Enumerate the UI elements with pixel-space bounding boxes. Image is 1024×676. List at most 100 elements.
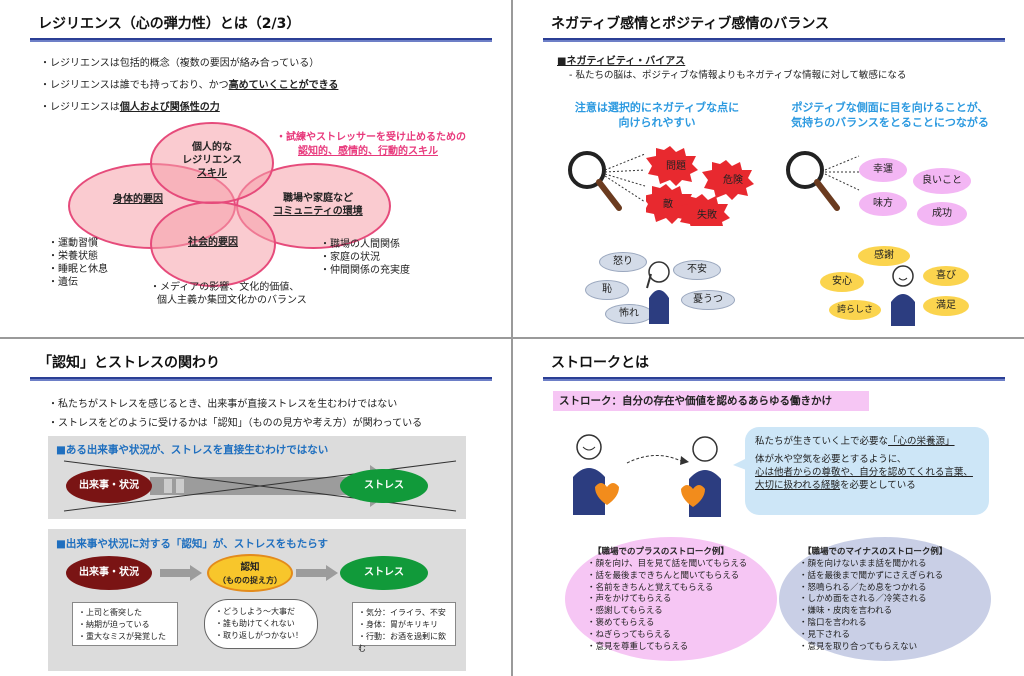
slide-emotion-balance[interactable]: ネガティブ感情とポジティブ感情のバランス ■ネガティビティ・バイアス - 私たち… — [513, 0, 1024, 337]
list-item: ・重大なミスが発覚した — [78, 632, 166, 641]
list-item: ・声をかけてもらえる — [587, 594, 672, 605]
negative-word: 危険 — [723, 175, 743, 186]
body-factor-label: 身体的要因 — [88, 193, 188, 206]
positive-word-cloud: 良いこと — [913, 168, 971, 194]
list-item: ・意見を取り合ってもらえない — [799, 641, 918, 652]
plus-stroke-list: ・顔を向け、目を見て話を聞いてもらえる ・話を最後まできちんと聞いてもらえる ・… — [587, 559, 747, 653]
minus-stroke-oval — [779, 537, 991, 661]
slide-title: ネガティブ感情とポジティブ感情のバランス — [551, 16, 830, 32]
list-item: ・栄養状態 — [48, 251, 98, 262]
list-item: ・褒めてもらえる — [587, 617, 655, 628]
positive-feeling: 満足 — [923, 296, 969, 316]
list-item: ・仲間関係の充実度 — [320, 265, 410, 276]
bullet: ・レジリエンスは誰でも持っており、かつ高めていくことができる — [40, 76, 338, 91]
skill-note: ・試練やストレッサーを受け止めるための — [276, 132, 466, 143]
bullet-text: ・レジリエンスは — [40, 102, 120, 113]
positive-word-cloud: 成功 — [917, 202, 967, 226]
panel-heading: ■出来事や状況に対する「認知」が、ストレスをもたらす — [56, 538, 328, 550]
slide-title: レジリエンス（心の弾力性）とは（2/3） — [38, 16, 301, 32]
social-factor-list: ・メディアの影響、文化的価値、 個人主義か集団文化かのバランス — [150, 281, 307, 307]
heading-line: 注意は選択的にネガティブな点に — [574, 101, 740, 114]
title-bar — [543, 377, 1005, 381]
list-item: ・誰も助けてくれない — [215, 619, 295, 628]
cognition-thought-cloud: ・どうしよう～大事だ ・誰も助けてくれない ・取り返しがつかない！ — [204, 599, 318, 649]
positive-feeling: 誇らしさ — [829, 300, 881, 320]
social-factor-label: 社会的要因 — [160, 236, 266, 249]
label-line: 社会的要因 — [188, 237, 238, 248]
happy-person-icon — [891, 265, 915, 326]
magnifier-icon — [568, 151, 622, 211]
bullet-text: ・レジリエンスは誰でも持っており、かつ — [40, 80, 229, 91]
event-oval: 出来事・状況 — [66, 556, 152, 590]
magnifier-icon — [786, 151, 840, 211]
list-item: ・感謝してもらえる — [587, 606, 663, 617]
list-item: ・遺伝 — [48, 277, 78, 288]
slide-title: ストロークとは — [551, 355, 649, 371]
dashed-rays-icon — [604, 153, 646, 203]
list-item: ・睡眠と休息 — [48, 264, 108, 275]
heading-line: ポジティブな側面に目を向けることが、 — [791, 101, 989, 114]
heading-line: 気持ちのバランスをとることにつながる — [791, 116, 989, 129]
list-item: ・怒鳴られる／ため息をつかれる — [799, 582, 927, 593]
heading-line: 向けられやすい — [618, 116, 696, 129]
horizontal-divider — [0, 337, 1024, 339]
title-bar — [543, 38, 1005, 42]
bubble-tail — [733, 457, 749, 471]
dashed-arrow — [626, 455, 689, 465]
bubble-text: 私たちが生きていく上で必要な — [755, 436, 889, 447]
list-item: ・顔を向けないまま話を聞かれる — [799, 559, 927, 569]
list-item: ・ねぎらってもらえる — [587, 629, 671, 640]
negative-feeling: 憂うつ — [681, 290, 735, 310]
bubble-emphasis: 大切に扱われる経験 — [755, 480, 841, 491]
list-item: ・職場の人間関係 — [320, 239, 400, 250]
stress-examples: ・気分：イライラ、不安 ・身体：胃がキリキリ ・行動：お酒を過剰に飲む — [352, 602, 456, 653]
plus-stroke-title: 【職場でのプラスのストローク例】 — [593, 547, 729, 557]
label-line: スキル — [197, 168, 227, 179]
list-item: ・意見を尊重してもらえる — [587, 641, 689, 652]
list-item: ・話を最後まできちんと聞いてもらえる — [587, 570, 740, 581]
community-label: 職場や家庭などコミュニティの環境 — [258, 192, 378, 218]
personal-skill-label: 個人的なレジリエンススキル — [150, 141, 274, 180]
list-item: ・上司と衝突した — [78, 608, 142, 617]
slide-resilience[interactable]: レジリエンス（心の弾力性）とは（2/3） ・レジリエンスは包括的概念（複数の要因… — [0, 0, 511, 337]
bubble-emphasis: 「心の栄養源」 — [888, 436, 955, 447]
bullet: ・私たちがストレスを感じるとき、出来事が直接ストレスを生むわけではない — [48, 399, 398, 410]
label-line: 個人的な — [192, 142, 232, 153]
stress-oval: ストレス — [340, 469, 428, 503]
definition-banner: ストローク：自分の存在や価値を認めるあらゆる働きかけ — [553, 391, 869, 411]
minus-stroke-list: ・顔を向けないまま話を聞かれる ・話を最後まで聞かずにさえぎられる ・怒鳴られる… — [799, 559, 943, 653]
list-item: ・納期が迫っている — [78, 620, 150, 629]
list-item: ・身体：胃がキリキリ — [358, 620, 438, 629]
list-item: ・運動習慣 — [48, 238, 98, 249]
list-item: ・メディアの影響、文化的価値、 — [150, 282, 300, 293]
list-item: ・しかめ面をされる／冷笑される — [799, 594, 927, 605]
negative-feeling: 怖れ — [605, 304, 653, 324]
skill-note: 認知的、感情的、行動的スキル — [298, 146, 438, 157]
list-item: ・見下される — [799, 629, 851, 640]
community-list: ・職場の人間関係 ・家庭の状況 ・仲間関係の充実度 — [320, 238, 410, 277]
personal-skill-ellipse — [150, 122, 274, 204]
label-line: （ものの捉え方） — [218, 576, 282, 585]
slide-stroke[interactable]: ストロークとは ストローク：自分の存在や価値を認めるあらゆる働きかけ 私たちが生… — [513, 339, 1024, 676]
title-bar — [30, 38, 492, 42]
negative-feeling: 怒り — [599, 252, 647, 272]
bullet-emphasis: 高めていくことができる — [228, 80, 339, 91]
negative-feeling: 恥 — [585, 280, 629, 300]
plus-stroke-oval — [565, 537, 777, 661]
flow-arrows — [160, 565, 338, 581]
label-line: レジリエンス — [182, 155, 242, 166]
slide-title: 「認知」とストレスの関わり — [38, 355, 220, 371]
positive-word-cloud: 味方 — [859, 192, 907, 216]
list-item: ・陰口を言われる — [799, 617, 867, 628]
left-heading: 注意は選択的にネガティブな点に向けられやすい — [557, 100, 757, 130]
list-item: 個人主義か集団文化かのバランス — [157, 295, 307, 306]
list-item: ・取り返しがつかない！ — [215, 631, 303, 640]
minus-stroke-title: 【職場でのマイナスのストローク例】 — [803, 547, 948, 557]
panel-heading: ■ある出来事や状況が、ストレスを直接生むわけではない — [56, 444, 329, 456]
slide-cognition-stress[interactable]: 「認知」とストレスの関わり ・私たちがストレスを感じるとき、出来事が直接ストレス… — [0, 339, 511, 676]
bubble-line: 大切に扱われる経験を必要としている — [755, 479, 979, 492]
person-giving-icon — [573, 434, 619, 515]
label-line: 職場や家庭など — [283, 193, 353, 204]
event-oval: 出来事・状況 — [66, 469, 152, 503]
label-line: 身体的要因 — [113, 194, 163, 205]
